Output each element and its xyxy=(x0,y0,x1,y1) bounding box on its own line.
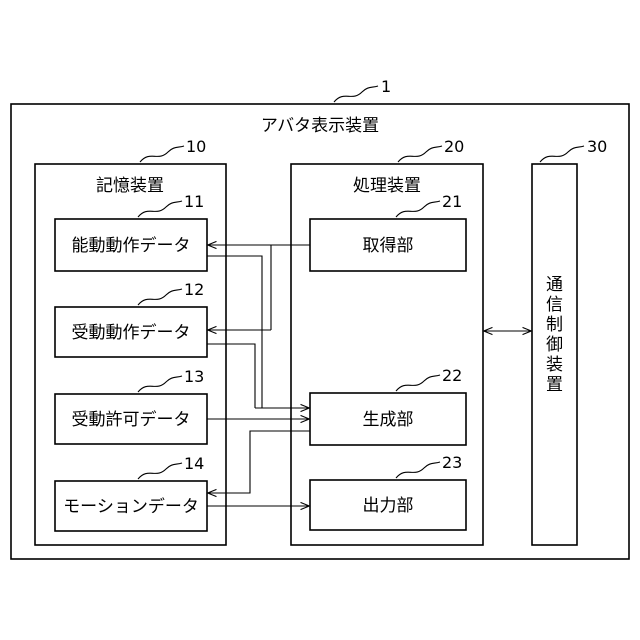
storage-device-label: 記憶装置 xyxy=(96,176,164,196)
ref-1: 1 xyxy=(381,77,391,96)
ref-13: 13 xyxy=(184,367,204,386)
comm-label-char-3: 制 xyxy=(546,315,563,335)
comm-label-char-2: 信 xyxy=(546,295,563,315)
ref-11: 11 xyxy=(184,192,204,211)
comm-label-char-5: 装 xyxy=(546,355,563,375)
output-unit-label: 出力部 xyxy=(363,496,414,516)
communication-control-device-label: 通 信 制 御 装 置 xyxy=(546,275,563,395)
ref-14: 14 xyxy=(184,454,204,473)
comm-label-char-6: 置 xyxy=(546,375,563,395)
ref-22: 22 xyxy=(442,366,462,385)
ref-12: 12 xyxy=(184,280,204,299)
ref-21: 21 xyxy=(442,192,462,211)
comm-label-char-4: 御 xyxy=(546,335,563,355)
active-motion-data-label: 能動動作データ xyxy=(72,235,191,256)
motion-data-label: モーションデータ xyxy=(63,496,199,517)
generation-unit-label: 生成部 xyxy=(363,410,414,430)
leader-1 xyxy=(334,86,378,102)
processing-device-label: 処理装置 xyxy=(353,176,421,196)
ref-23: 23 xyxy=(442,453,462,472)
acquisition-unit-label: 取得部 xyxy=(363,236,414,256)
ref-10: 10 xyxy=(186,137,206,156)
comm-label-char-1: 通 xyxy=(546,275,563,295)
passive-motion-data-label: 受動動作データ xyxy=(72,322,191,343)
ref-20: 20 xyxy=(444,137,464,156)
ref-30: 30 xyxy=(587,137,607,156)
passive-permission-data-label: 受動許可データ xyxy=(72,409,191,430)
avatar-display-device-label: アバタ表示装置 xyxy=(261,116,379,136)
